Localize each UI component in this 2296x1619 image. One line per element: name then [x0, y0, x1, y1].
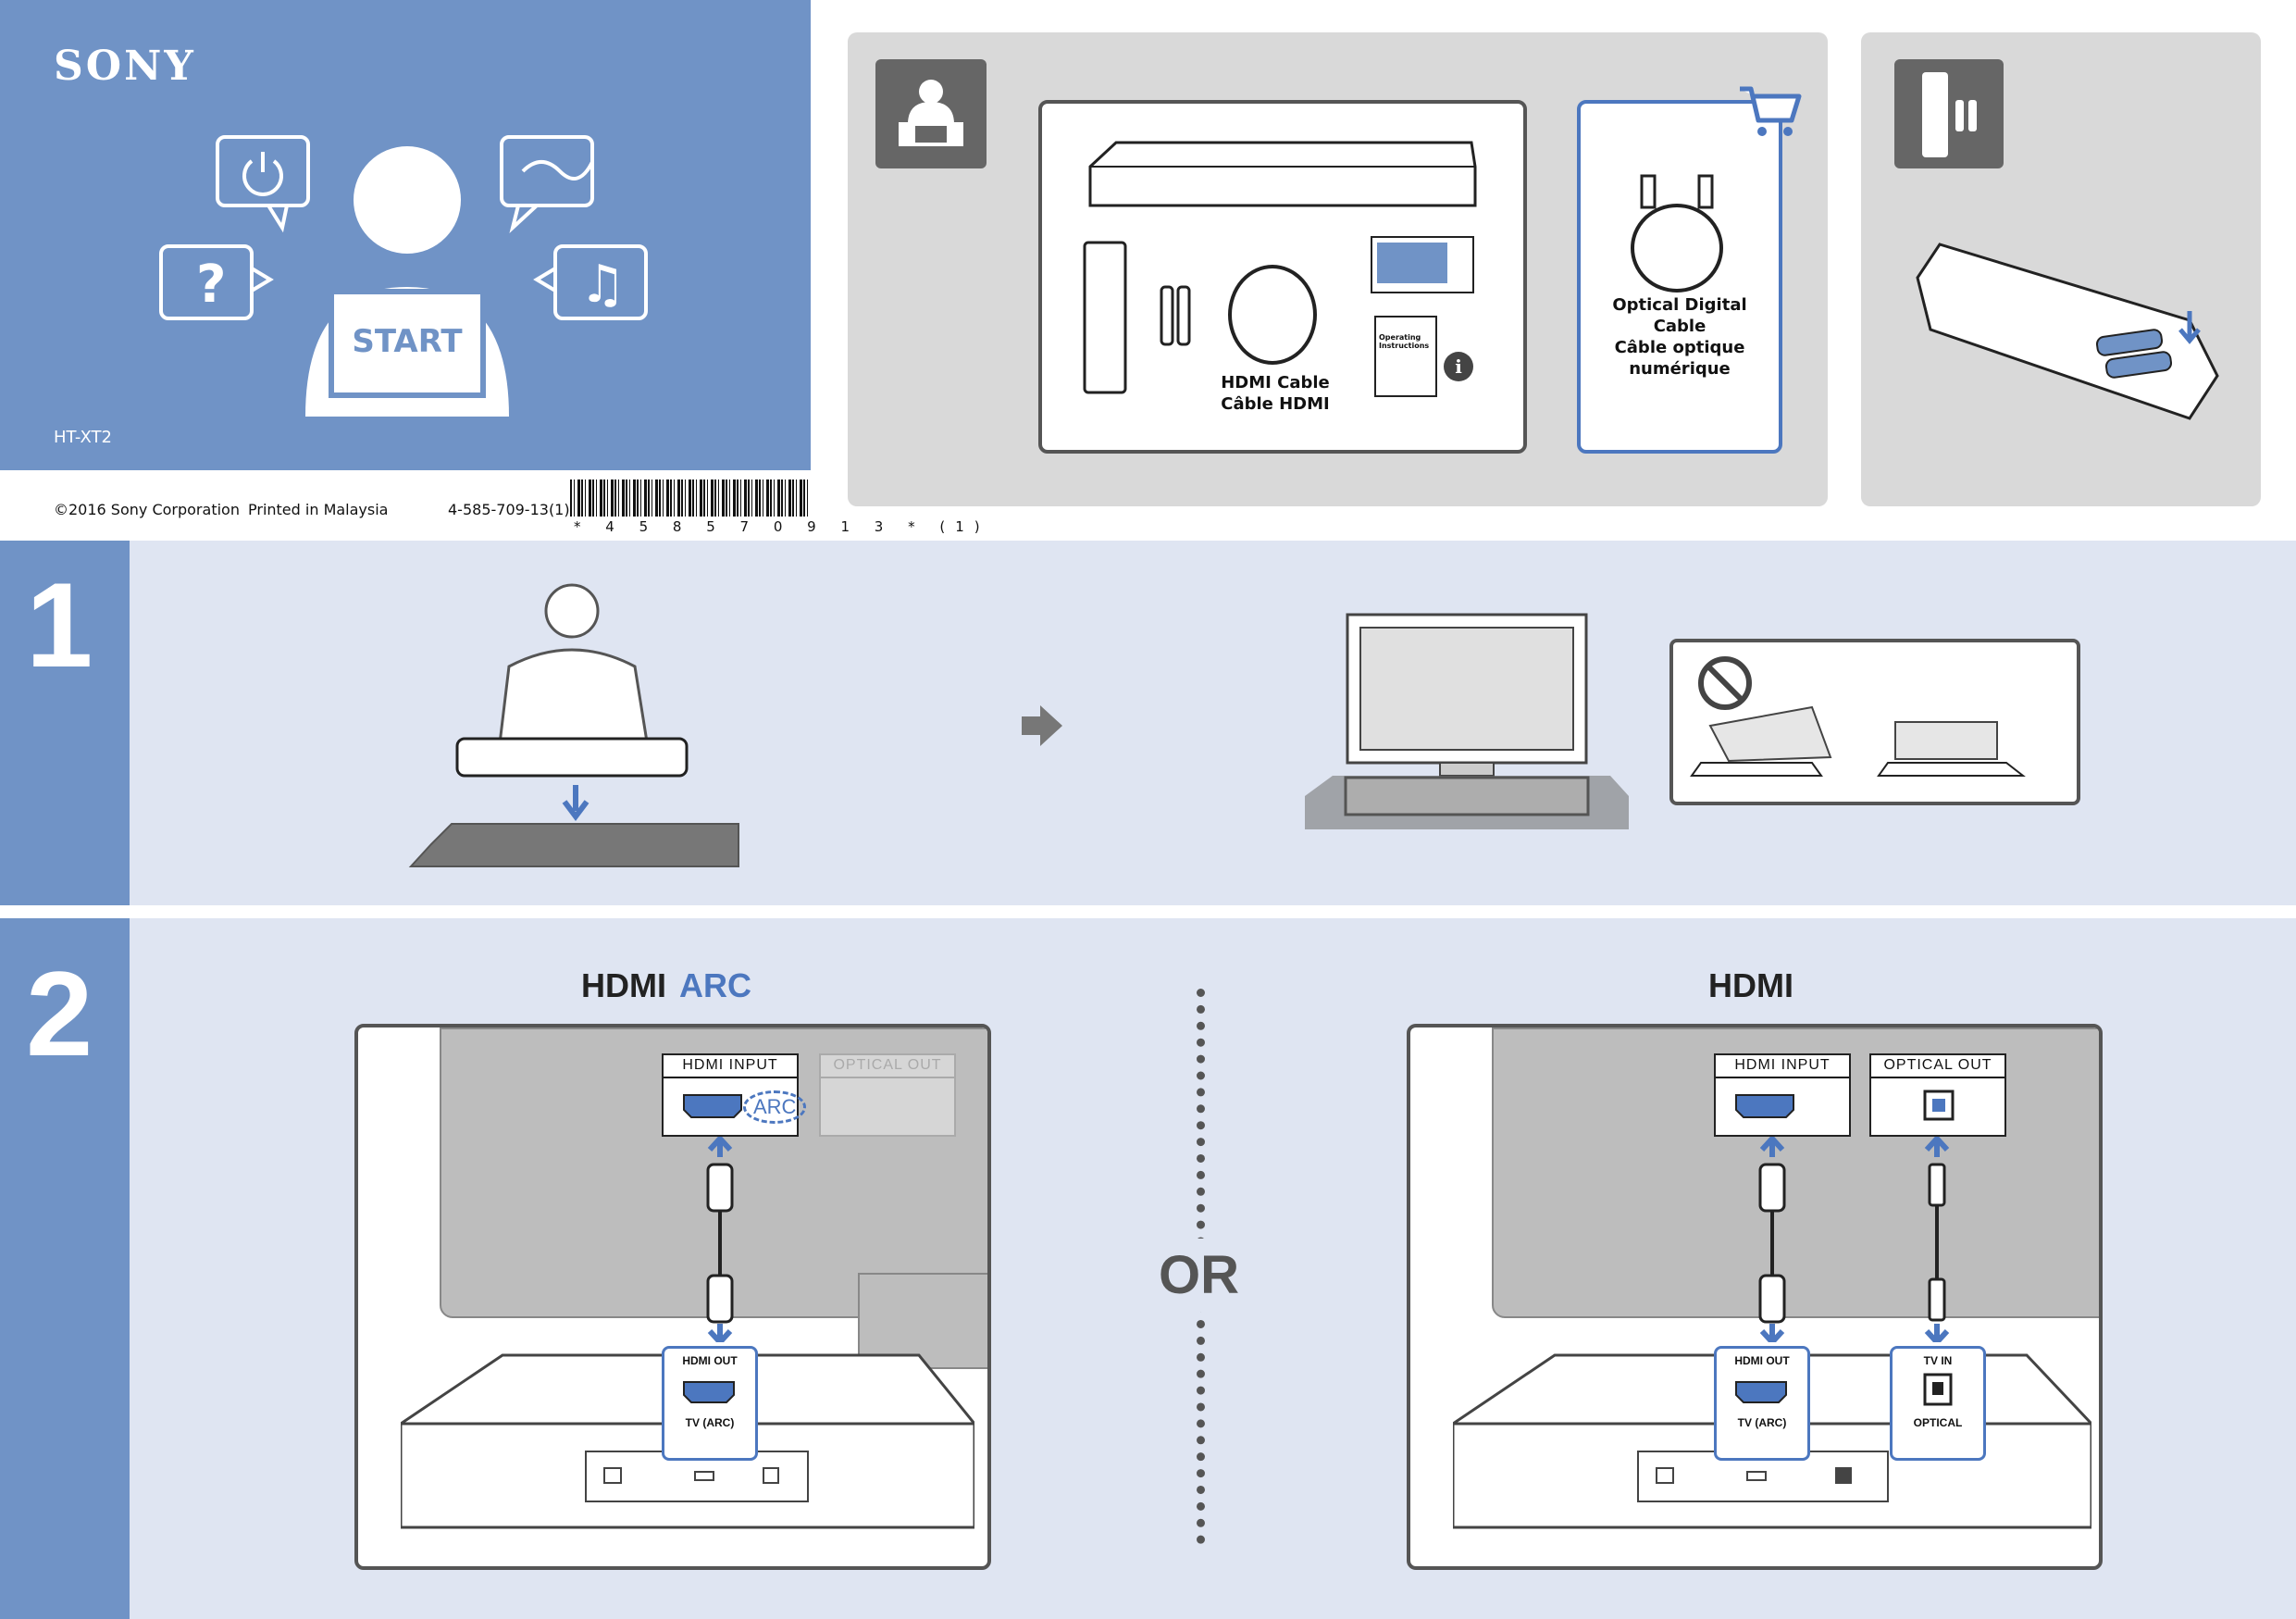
table-icon: [408, 823, 739, 867]
model-number: HT-XT2: [54, 428, 112, 447]
manual-icon: [1374, 316, 1437, 397]
tv-arc-label: TV (ARC): [685, 1416, 735, 1429]
hdmi-cable-caption: HDMI Cable Câble HDMI: [1201, 372, 1349, 415]
unpack-icon: [875, 59, 987, 168]
step2-column: [0, 918, 130, 1619]
optical-cable-connection-icon: [1924, 1137, 1950, 1342]
hdmi-cable-label-fr: Câble HDMI: [1221, 394, 1330, 414]
optical-cable-label-fr: Câble optique numérique: [1614, 338, 1745, 379]
tv-arc-label-2: TV (ARC): [1737, 1416, 1787, 1429]
step1-column: [0, 541, 130, 905]
prohibited-icon: [1698, 656, 1752, 710]
tv-hdmi-input-label-2: HDMI INPUT: [1716, 1055, 1849, 1078]
power-bubble-icon: [216, 135, 310, 233]
supplied-items-art: i: [1083, 141, 1477, 397]
cable-bubble-icon: [500, 135, 594, 234]
person-body-icon: [496, 648, 652, 761]
remote-insert-batteries-art: [1916, 243, 2219, 420]
soundbase-icon: [455, 737, 689, 778]
barcode-digits: * 4 5 8 5 7 0 9 1 3 * (1): [574, 518, 990, 535]
place-soundbase-art: [408, 583, 739, 867]
tv-optical-out-label-unused: OPTICAL OUT: [821, 1055, 954, 1078]
or-label: OR: [1159, 1239, 1239, 1312]
start-book: [329, 289, 486, 398]
remote-battery-icon: [1894, 59, 2004, 168]
hdmi-title: HDMI: [1708, 966, 1793, 1004]
printed-in-text: Printed in Malaysia: [248, 501, 389, 518]
manual-title: Operating Instructions: [1379, 333, 1430, 350]
shopping-cart-icon: [1740, 86, 1802, 136]
svg-text:?: ?: [196, 255, 226, 315]
soundbar-base-icon: [1088, 141, 1477, 207]
svg-text:♫: ♫: [579, 255, 626, 315]
tv-on-soundbase-art: [1305, 613, 1629, 829]
music-bubble-icon: [533, 244, 648, 320]
info-icon: [1444, 352, 1473, 381]
soundbase-hdmi-out-badge: HDMI OUT TV (ARC): [662, 1346, 758, 1461]
battery-icon: [1160, 285, 1174, 346]
optical-cable-icon: [1631, 174, 1723, 293]
hdmi-optical-connection-diagram: HDMI INPUT OPTICAL OUT HDMI OUT TV (ARC)…: [1407, 1024, 2103, 1570]
tv-optical-out-port: OPTICAL OUT: [1869, 1053, 2006, 1137]
arc-connection-diagram: HDMI INPUT ARC OPTICAL OUT HDMI OUT TV (…: [354, 1024, 991, 1570]
hdmi-arc-title-arc: ARC: [679, 966, 751, 1004]
hdmi-cable-connection-icon-2: [1758, 1137, 1786, 1342]
soundbase-hdmi-out-badge-2: HDMI OUT TV (ARC): [1714, 1346, 1810, 1461]
tv-optical-out-label: OPTICAL OUT: [1871, 1055, 2004, 1078]
barcode: [570, 479, 809, 517]
wobbly-tv-icon: [1877, 762, 2026, 777]
hdmi-arc-title-main: HDMI: [581, 966, 666, 1004]
optional-item-box: [1577, 100, 1782, 454]
part-number: 4-585-709-13(1): [448, 501, 570, 518]
hdmi-out-label-2: HDMI OUT: [1734, 1354, 1790, 1367]
hdmi-cable-connection-icon: [706, 1137, 734, 1342]
optical-cable-caption: Optical Digital Cable Câble optique numé…: [1592, 294, 1768, 380]
tv-optical-out-port-unused: OPTICAL OUT: [819, 1053, 956, 1137]
person-head-icon: [544, 583, 600, 639]
step2-number: 2: [26, 946, 93, 1081]
optical-cable-label: Optical Digital Cable: [1612, 295, 1747, 336]
tipped-tv-icon: [1690, 762, 1823, 777]
person-head: [354, 146, 461, 254]
next-arrow-icon: [1022, 705, 1062, 746]
hdmi-arc-title: HDMI ARC: [581, 966, 751, 1005]
hdmi-cable-icon: [1228, 265, 1317, 365]
battery-icon-2: [1176, 285, 1191, 346]
copyright-text: ©2016 Sony Corporation: [54, 501, 240, 518]
start-illustration: ? ♫ START: [159, 135, 648, 417]
tv-in-label: TV IN: [1923, 1354, 1953, 1367]
start-label: START: [352, 323, 463, 360]
arc-tag: ARC: [743, 1090, 807, 1124]
down-arrow-icon: [562, 785, 590, 821]
warning-box: [1669, 639, 2080, 805]
hdmi-cable-label: HDMI Cable: [1221, 373, 1330, 392]
optical-label: OPTICAL: [1913, 1416, 1963, 1429]
svg-text:i: i: [1455, 355, 1462, 378]
tv-hdmi-input-port-2: HDMI INPUT: [1714, 1053, 1851, 1137]
help-bubble-icon: [159, 244, 274, 320]
step1-number: 1: [26, 557, 93, 692]
hdmi-out-label: HDMI OUT: [682, 1354, 738, 1367]
remote-control-icon: [1083, 241, 1127, 394]
soundbase-tv-in-badge: TV IN OPTICAL: [1890, 1346, 1986, 1461]
brand-logo: SONY: [54, 43, 196, 90]
tv-hdmi-input-label: HDMI INPUT: [664, 1055, 797, 1078]
